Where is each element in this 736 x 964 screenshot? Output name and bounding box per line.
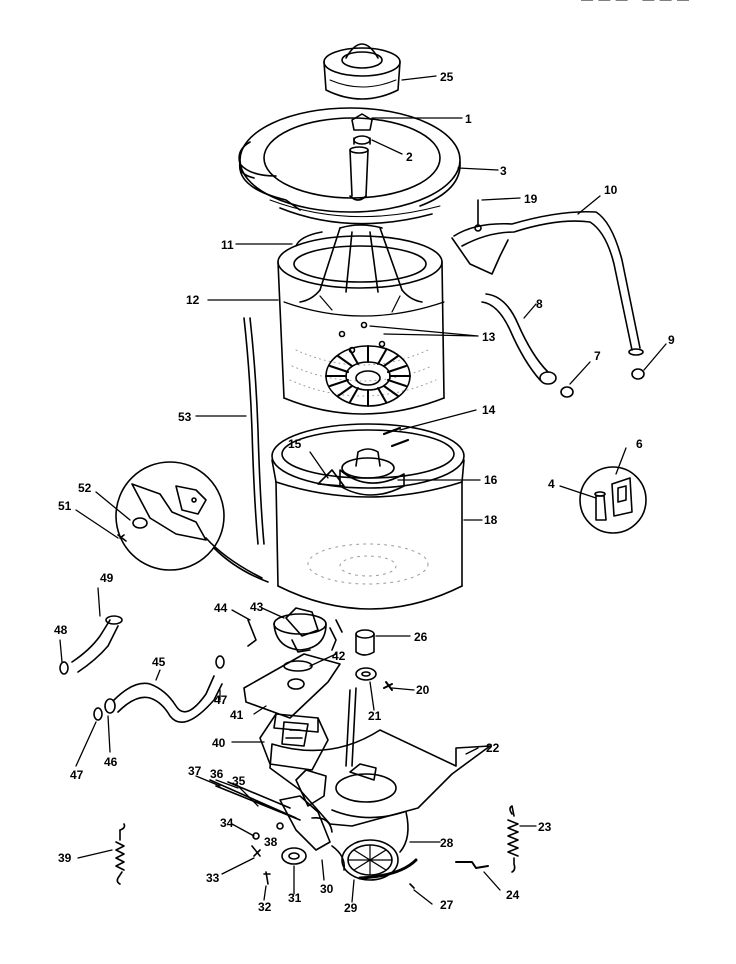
hose-49	[59, 615, 123, 675]
small-fasteners	[251, 822, 307, 885]
drive-motor	[259, 713, 329, 771]
tub-pins	[382, 426, 410, 448]
long-tube	[243, 317, 265, 545]
tub-bearing-seal	[317, 448, 405, 496]
spring-left	[115, 823, 126, 885]
hose-45	[93, 655, 225, 723]
pump-motor-parts	[329, 627, 393, 691]
page-header-fragment: — — — · — — —	[581, 0, 690, 6]
agitator-nut-and-washer	[351, 113, 373, 145]
spin-basket	[277, 235, 445, 415]
agitator	[295, 224, 423, 303]
pump-assembly	[247, 607, 343, 653]
basket-hub	[325, 345, 411, 407]
detail-circle-left	[115, 461, 269, 583]
outer-tub	[271, 423, 465, 610]
drain-hose	[481, 293, 645, 398]
leader-lines	[59, 75, 667, 905]
misc-small-parts	[409, 861, 489, 889]
basket-perforation-stipple	[289, 349, 437, 397]
base-frame	[269, 687, 491, 853]
detail-circle-right	[579, 466, 647, 534]
fill-hose	[451, 199, 644, 356]
tub-cover	[238, 107, 461, 225]
spring-right	[507, 805, 519, 873]
pulley-and-belt	[331, 839, 418, 881]
mounting-plate	[243, 653, 341, 719]
fabric-softener-dispenser	[323, 43, 401, 100]
outer-tub-stipple	[307, 543, 429, 585]
brake-linkage	[209, 779, 333, 851]
